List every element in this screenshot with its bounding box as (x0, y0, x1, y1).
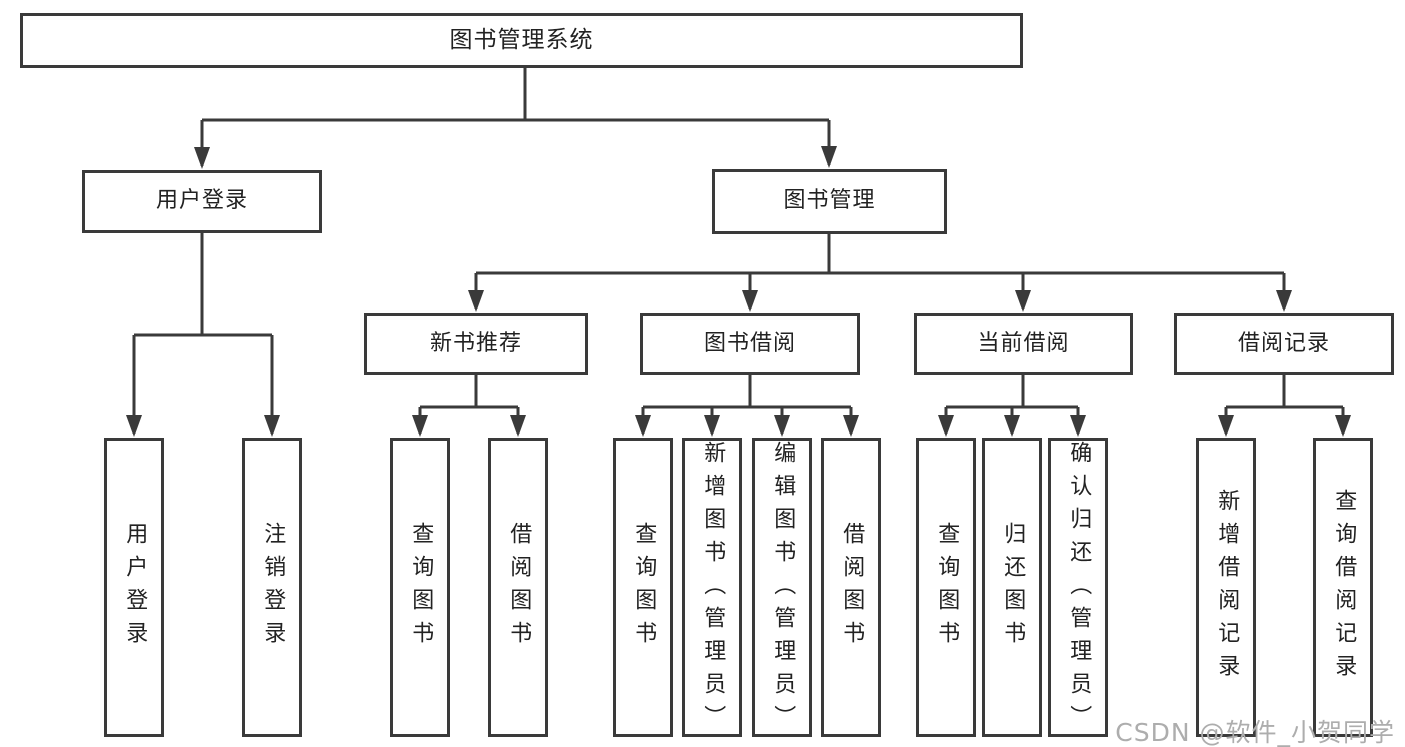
node-leaf-return-book: 归还图书 (982, 438, 1042, 737)
node-user-login: 用户登录 (82, 170, 322, 233)
node-leaf-query-books-2-label: 查询图书 (631, 521, 657, 654)
node-leaf-borrow-books-1: 借阅图书 (488, 438, 548, 737)
node-leaf-query-books-1: 查询图书 (390, 438, 450, 737)
node-leaf-logout: 注销登录 (242, 438, 302, 737)
node-leaf-edit-book-admin-label: 编辑图书（管理员） (770, 441, 796, 738)
node-leaf-user-login: 用户登录 (104, 438, 164, 737)
node-leaf-query-books-1-label: 查询图书 (408, 521, 434, 654)
node-leaf-add-borrow-record: 新增借阅记录 (1196, 438, 1256, 737)
csdn-watermark: CSDN @软件_小贺同学 (1115, 718, 1395, 747)
node-root-label: 图书管理系统 (449, 26, 594, 53)
node-leaf-borrow-books-2: 借阅图书 (821, 438, 881, 737)
node-leaf-borrow-books-1-label: 借阅图书 (506, 521, 532, 654)
node-leaf-add-book-admin: 新增图书（管理员） (682, 438, 742, 738)
node-book-borrow-label: 图书借阅 (703, 330, 796, 356)
node-current-borrow: 当前借阅 (914, 313, 1133, 375)
node-book-borrow: 图书借阅 (640, 313, 860, 375)
node-leaf-confirm-return-admin: 确认归还（管理员） (1048, 438, 1108, 738)
node-borrow-records: 借阅记录 (1174, 313, 1394, 375)
node-leaf-user-login-label: 用户登录 (122, 521, 148, 654)
node-leaf-query-books-2: 查询图书 (613, 438, 673, 737)
node-leaf-query-borrow-record: 查询借阅记录 (1313, 438, 1373, 737)
node-leaf-borrow-books-2-label: 借阅图书 (839, 521, 865, 654)
node-leaf-return-book-label: 归还图书 (1000, 521, 1026, 654)
node-book-management: 图书管理 (712, 169, 947, 234)
node-leaf-logout-label: 注销登录 (260, 521, 286, 654)
node-leaf-query-books-3: 查询图书 (916, 438, 976, 737)
node-new-book-recommend: 新书推荐 (364, 313, 588, 375)
node-leaf-edit-book-admin: 编辑图书（管理员） (752, 438, 812, 738)
node-current-borrow-label: 当前借阅 (977, 330, 1070, 356)
node-leaf-query-books-3-label: 查询图书 (934, 521, 960, 654)
node-leaf-query-borrow-record-label: 查询借阅记录 (1331, 488, 1357, 687)
node-leaf-add-borrow-record-label: 新增借阅记录 (1214, 488, 1240, 687)
node-borrow-records-label: 借阅记录 (1237, 330, 1330, 356)
node-leaf-add-book-admin-label: 新增图书（管理员） (700, 441, 726, 738)
node-book-management-label: 图书管理 (783, 188, 876, 214)
node-new-book-recommend-label: 新书推荐 (429, 330, 522, 356)
node-user-login-label: 用户登录 (155, 188, 248, 214)
node-root: 图书管理系统 (20, 13, 1023, 68)
node-leaf-confirm-return-admin-label: 确认归还（管理员） (1066, 441, 1092, 738)
